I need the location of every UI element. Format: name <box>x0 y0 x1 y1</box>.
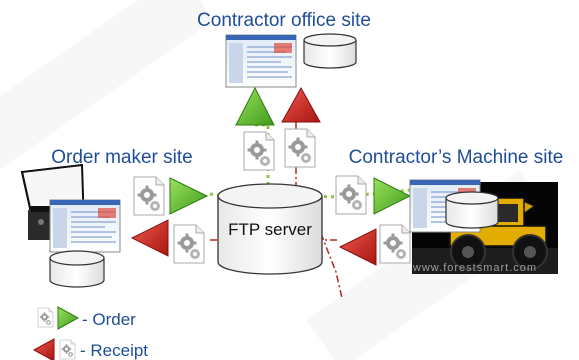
legend: - Order - Receipt <box>32 306 148 360</box>
office-database-icon <box>303 33 357 69</box>
machine-order-document-icon <box>335 175 367 215</box>
order-maker-order-document-icon <box>133 176 165 216</box>
order-maker-screen-icon <box>49 199 121 253</box>
legend-order-arrow-icon <box>57 306 80 330</box>
order-maker-order-arrow-icon <box>169 177 209 215</box>
order-maker-title: Order maker site <box>51 147 192 168</box>
contractor-machine-title: Contractor’s Machine site <box>349 147 564 168</box>
machine-receipt-document-icon <box>379 224 411 264</box>
order-maker-database-icon <box>49 250 105 288</box>
legend-order: - Order <box>37 306 136 330</box>
contractor-office-title: Contractor office site <box>197 10 371 31</box>
office-order-arrow-icon <box>235 86 275 126</box>
order-maker-receipt-document-icon <box>173 224 205 264</box>
order-maker-receipt-arrow-icon <box>130 219 169 257</box>
legend-receipt-arrow-icon <box>32 338 55 360</box>
ftp-server-label: FTP server <box>228 220 312 239</box>
legend-receipt-label: - Receipt <box>80 341 148 360</box>
office-receipt-document-icon <box>284 128 316 168</box>
office-order-document-icon <box>243 131 275 171</box>
machine-order-arrow-icon <box>373 177 412 215</box>
office-screen-icon <box>225 34 297 88</box>
legend-receipt: - Receipt <box>32 338 148 360</box>
legend-order-document-icon <box>37 307 54 328</box>
legend-order-label: - Order <box>82 310 136 329</box>
legend-receipt-document-icon <box>59 339 76 360</box>
receipt-path-office <box>295 122 343 299</box>
machine-receipt-arrow-icon <box>338 228 377 266</box>
ftp-server-cylinder: FTP server <box>217 183 323 275</box>
photo-watermark: www.forestsmart.com <box>412 262 537 274</box>
machine-database-icon <box>445 191 499 229</box>
office-receipt-arrow-icon <box>281 86 321 123</box>
